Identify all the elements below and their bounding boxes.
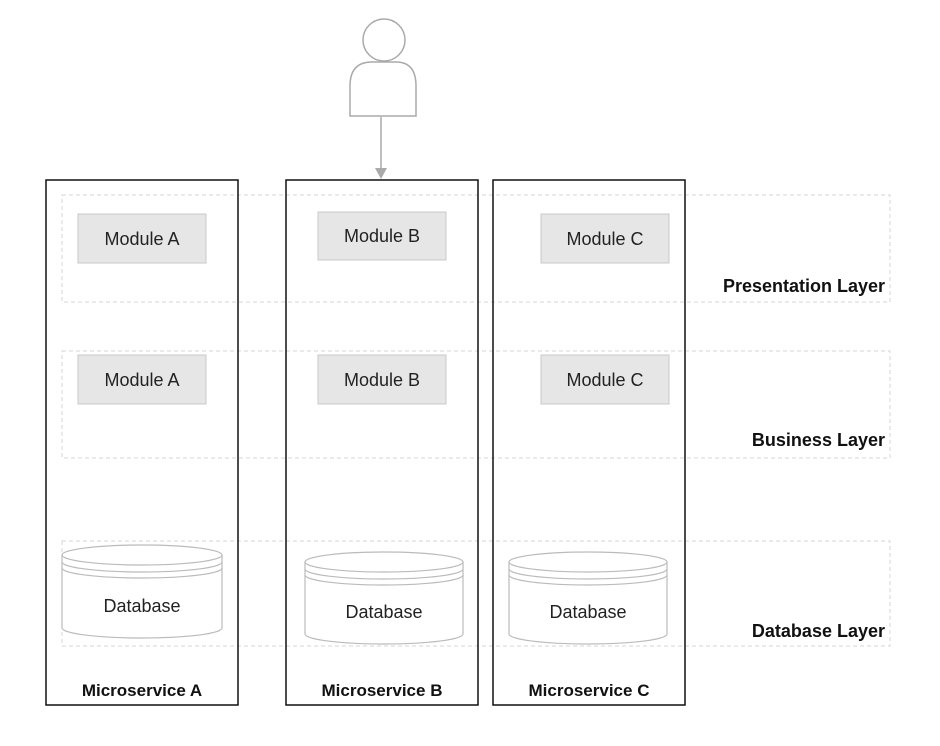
- module-label: Module B: [344, 226, 420, 246]
- module-label: Module C: [566, 229, 643, 249]
- module-box: [317, 354, 447, 405]
- module-box: [77, 354, 207, 405]
- module-box: [540, 354, 670, 405]
- microservice-a-boundary: [45, 179, 239, 706]
- microservice-a-label: Microservice A: [82, 681, 202, 700]
- module-label: Module A: [104, 370, 179, 390]
- database-label: Database: [345, 602, 422, 622]
- module-box: [540, 213, 670, 264]
- database-icon: [61, 544, 223, 639]
- module-label: Module A: [104, 229, 179, 249]
- microservice-c: Module C Module C Database Microservice …: [492, 179, 686, 706]
- microservice-b: Module B Module B Database Microservice …: [285, 179, 479, 706]
- module-box: [317, 211, 447, 261]
- database-icon: [508, 551, 668, 645]
- microservice-c-label: Microservice C: [529, 681, 650, 700]
- microservice-b-boundary: [285, 179, 479, 706]
- database-label: Database: [549, 602, 626, 622]
- module-box: [77, 213, 207, 264]
- person-icon: [349, 18, 417, 117]
- microservice-b-label: Microservice B: [322, 681, 443, 700]
- request-arrow: [375, 117, 387, 179]
- microservice-c-boundary: [492, 179, 686, 706]
- database-label: Database: [103, 596, 180, 616]
- module-label: Module C: [566, 370, 643, 390]
- database-icon: [304, 551, 464, 645]
- module-label: Module B: [344, 370, 420, 390]
- business-layer-label: Business Layer: [752, 430, 885, 450]
- database-layer-label: Database Layer: [752, 621, 885, 641]
- presentation-layer-label: Presentation Layer: [723, 276, 885, 296]
- presentation-layer-band: [61, 194, 891, 303]
- business-layer-band: [61, 350, 891, 459]
- microservice-a: Module A Module A Database Microservice …: [45, 179, 239, 706]
